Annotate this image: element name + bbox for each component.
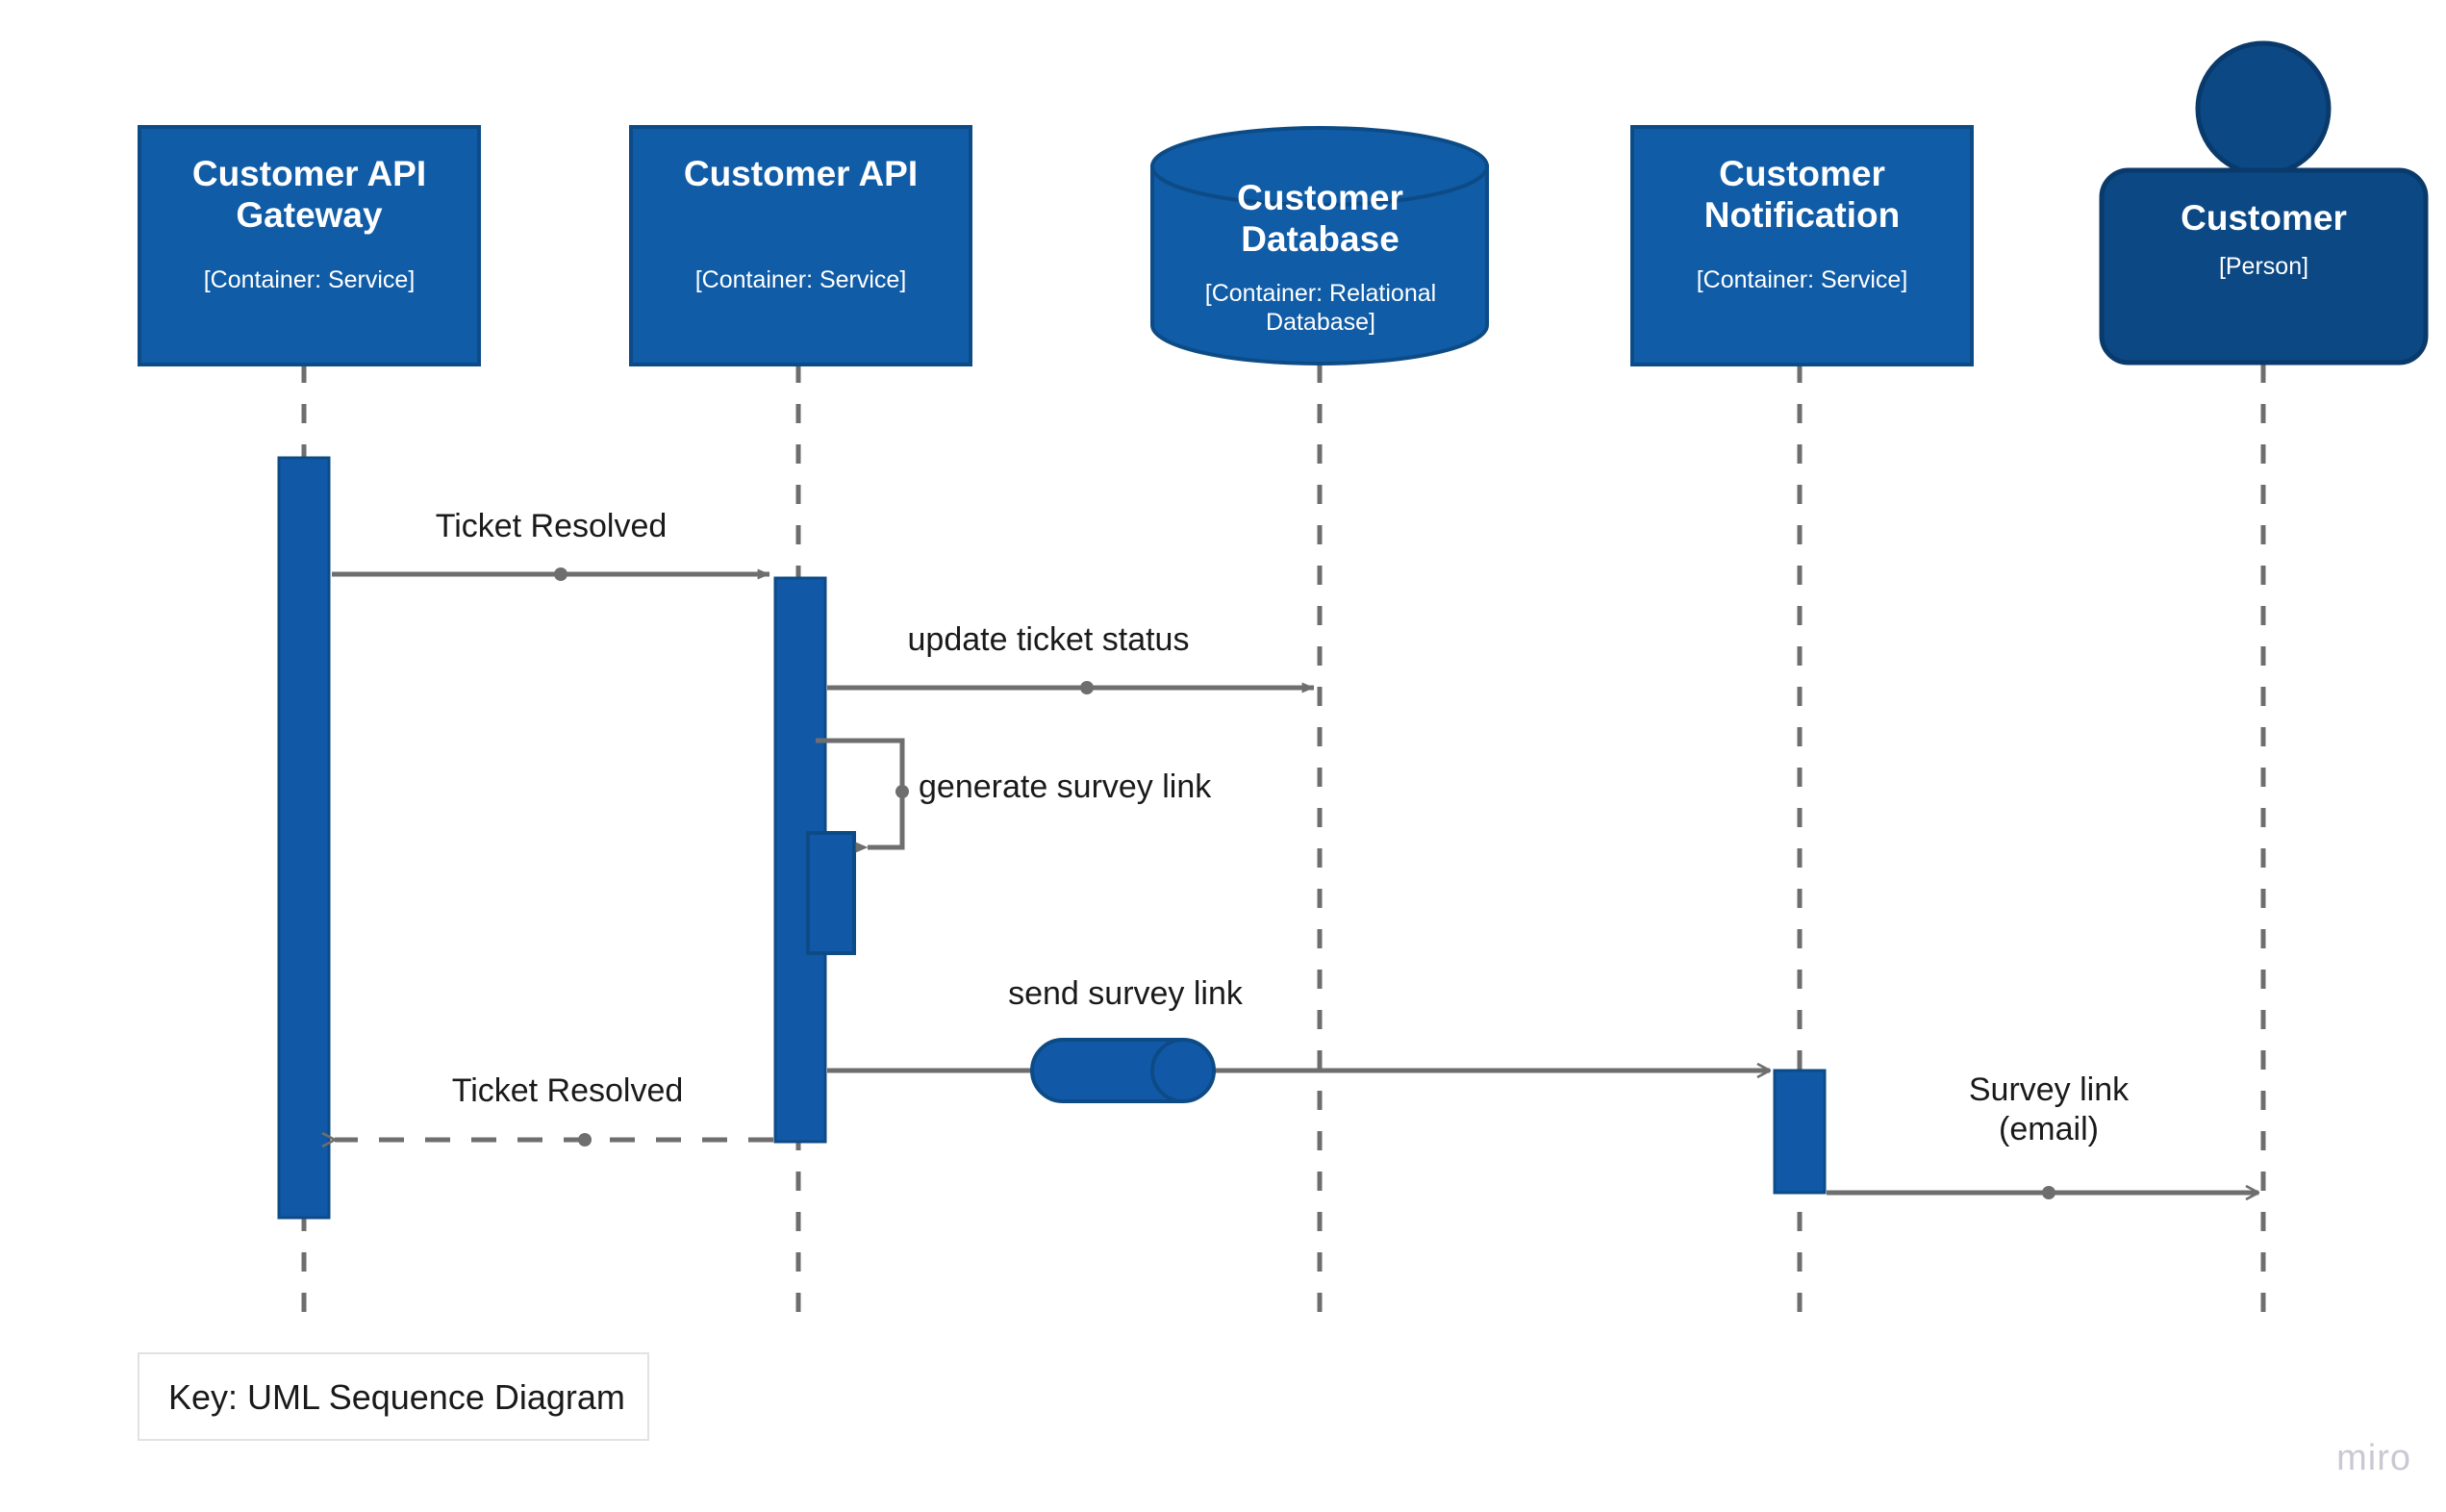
message-midpoint-dot-m3 bbox=[895, 785, 909, 798]
participant-title-line2-api-gateway: Gateway bbox=[236, 194, 383, 235]
participant-customer[interactable] bbox=[2099, 40, 2429, 365]
message-arrow-generate-survey-link[interactable] bbox=[816, 738, 909, 853]
message-label-ticket-resolved-request: Ticket Resolved bbox=[435, 508, 668, 544]
message-label-ticket-resolved-return: Ticket Resolved bbox=[451, 1072, 684, 1109]
participant-stereotype-api-gateway: [Container: Service] bbox=[203, 266, 416, 293]
person-body-customer[interactable] bbox=[2099, 167, 2429, 365]
participant-customer-api[interactable] bbox=[629, 125, 972, 366]
participant-stereotype-customer: [Person] bbox=[2218, 253, 2309, 280]
activation-customer-notification[interactable] bbox=[1773, 1069, 1827, 1195]
participant-title-line1-customer-database: Customer bbox=[1237, 178, 1403, 217]
key-box bbox=[138, 1352, 649, 1441]
participant-stereotype-customer-api: [Container: Service] bbox=[694, 266, 907, 293]
participant-stereotype-customer-notification: [Container: Service] bbox=[1696, 266, 1908, 293]
participant-title-customer-api: Customer API bbox=[683, 154, 919, 193]
message-label-update-ticket-status: update ticket status bbox=[907, 621, 1190, 658]
person-head-icon bbox=[2195, 40, 2332, 177]
activations-group bbox=[277, 456, 1827, 1220]
participant-title-customer: Customer bbox=[2181, 198, 2347, 238]
cylinder-body-customer-database[interactable] bbox=[1150, 164, 1489, 365]
message-midpoint-dot-m2 bbox=[1080, 681, 1094, 694]
message-label-generate-survey-link: generate survey link bbox=[919, 769, 1212, 805]
message-label-survey-link-email: Survey link(email) bbox=[1885, 1071, 2212, 1150]
participant-stereotype-line1-customer-database: [Container: Relational bbox=[1204, 280, 1437, 307]
participant-box-customer-notification[interactable] bbox=[1630, 125, 1974, 366]
participant-stereotype-line2-customer-database: Database] bbox=[1266, 309, 1375, 336]
participant-customer-database[interactable] bbox=[1150, 126, 1489, 365]
participant-box-api-gateway[interactable] bbox=[138, 125, 481, 366]
message-label-send-survey-link: send survey link bbox=[1008, 975, 1243, 1012]
participant-title-line2-customer-notification: Notification bbox=[1703, 194, 1901, 235]
participant-api-gateway[interactable] bbox=[138, 125, 481, 366]
cylinder-top-customer-database bbox=[1150, 126, 1489, 207]
message-label-line2-survey-link-email: (email) bbox=[1999, 1111, 2099, 1148]
message-label-line1-survey-link-email: Survey link bbox=[1968, 1071, 2130, 1108]
message-arrow-ticket-resolved-request[interactable] bbox=[332, 567, 770, 581]
participant-customer-notification[interactable] bbox=[1630, 125, 1974, 366]
message-arrow-update-ticket-status[interactable] bbox=[827, 681, 1315, 694]
key-label: Key: UML Sequence Diagram bbox=[168, 1377, 625, 1417]
message-arrow-survey-link-email[interactable] bbox=[1827, 1186, 2258, 1199]
participant-title-line1-customer-notification: Customer bbox=[1719, 154, 1885, 193]
message-midpoint-dot-m5 bbox=[578, 1133, 592, 1147]
message-arrow-ticket-resolved-return[interactable] bbox=[335, 1133, 773, 1147]
participant-title-line2-customer-database: Database bbox=[1241, 218, 1400, 259]
message-arrow-send-survey-link[interactable] bbox=[827, 1038, 1770, 1103]
message-midpoint-dot-m1 bbox=[554, 567, 567, 581]
message-midpoint-dot-m6 bbox=[2042, 1186, 2055, 1199]
activation-api-gateway[interactable] bbox=[277, 456, 331, 1220]
queue-cylinder-icon bbox=[1030, 1038, 1216, 1103]
miro-watermark: miro bbox=[2336, 1438, 2411, 1478]
participant-box-customer-api[interactable] bbox=[629, 125, 972, 366]
activation-customer-api-nested[interactable] bbox=[806, 831, 856, 955]
participant-title-line1-api-gateway: Customer API bbox=[191, 154, 427, 193]
